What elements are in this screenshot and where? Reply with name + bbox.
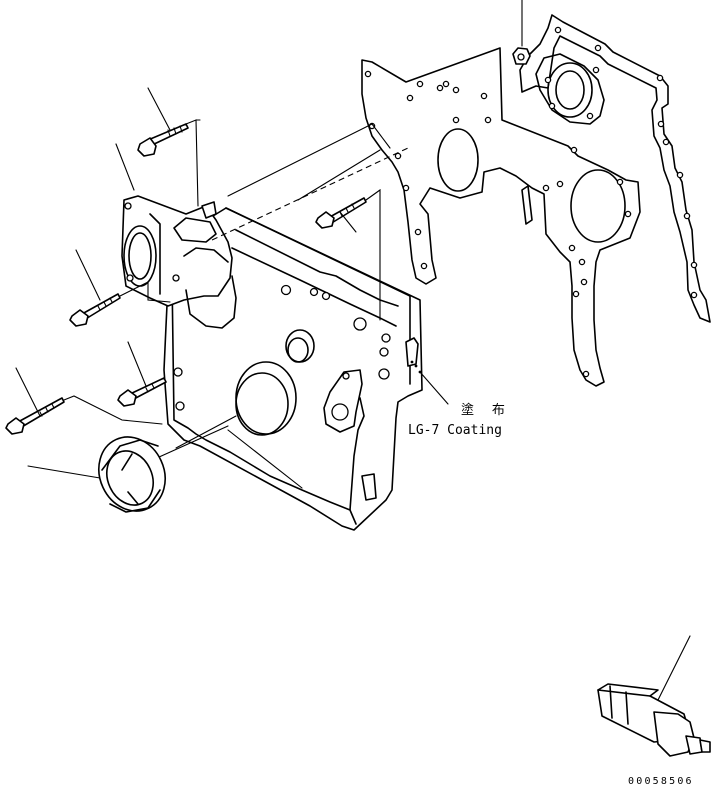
bolt-middle-left	[69, 249, 171, 327]
drawing-number: 00058506	[628, 776, 694, 787]
bolt-center	[315, 188, 381, 321]
bolt-top	[137, 87, 199, 207]
coating-note-english: LG-7 Coating	[408, 423, 502, 438]
bolt-lower-left	[117, 341, 167, 407]
nut	[512, 47, 531, 65]
front-gasket	[361, 47, 641, 387]
seal-tool	[597, 635, 711, 757]
oil-seal	[27, 436, 166, 513]
front-cover	[121, 195, 423, 531]
assembly-lines	[147, 123, 409, 489]
leader-housing	[115, 143, 135, 191]
bolt-bottom-left	[5, 367, 163, 435]
rear-gasket	[519, 14, 711, 323]
coating-note-chinese: 塗 布	[461, 403, 510, 418]
coating-leader	[410, 360, 449, 405]
